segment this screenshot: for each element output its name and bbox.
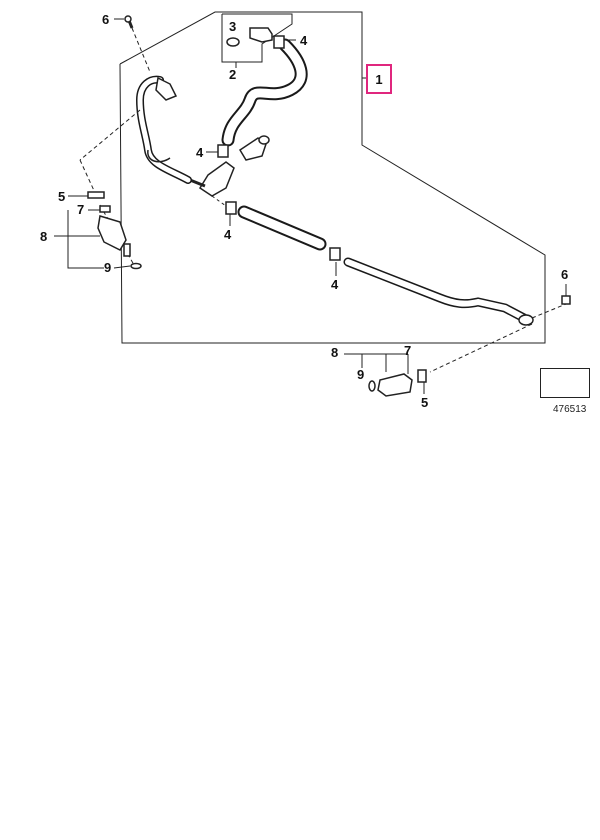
dash-6-top <box>131 27 151 73</box>
connector-elbow <box>249 27 273 43</box>
assembly-boundary <box>119 11 546 344</box>
callout-4-mid: 4 <box>224 227 232 242</box>
callout-7-bottom: 7 <box>404 343 412 358</box>
lower-hose <box>239 207 325 249</box>
right-pipe-end <box>518 314 534 326</box>
injector-left <box>97 215 127 251</box>
left-pipe <box>137 77 191 183</box>
callout-4-mid-left: 4 <box>196 145 204 160</box>
pipe-grommet <box>155 76 178 101</box>
dash-left-down <box>79 109 141 161</box>
diagram-canvas <box>54 11 583 397</box>
valve-cap <box>258 135 270 145</box>
callout-9-bottom: 9 <box>357 367 365 382</box>
bolt-top-head <box>124 15 132 23</box>
t-piece-stub <box>189 178 206 188</box>
bracket-left <box>67 210 104 269</box>
dash-bottom <box>429 323 533 373</box>
hose-clamp-mid-left <box>217 144 229 158</box>
callout-6-top: 6 <box>102 12 110 27</box>
clip-left <box>87 191 105 199</box>
upper-hose <box>223 40 306 145</box>
t-piece <box>198 161 235 197</box>
callout-1-highlight: 1 <box>366 64 392 94</box>
injector-bottom <box>377 373 413 397</box>
callout-8-bottom: 8 <box>331 345 339 360</box>
right-pipe <box>345 259 527 321</box>
hose-clamp-top <box>273 35 285 49</box>
callout-5-left: 5 <box>58 189 66 204</box>
callout-7-left: 7 <box>77 202 85 217</box>
dash-right <box>531 303 567 319</box>
leader-9-left <box>113 265 131 269</box>
injector-left-tip <box>123 243 131 257</box>
subgroup-2-box <box>221 13 293 63</box>
o-ring-left <box>130 262 142 270</box>
callout-2: 2 <box>229 67 237 82</box>
left-pipe-bend <box>147 149 171 163</box>
bolt-right <box>561 295 571 305</box>
callout-5-bottom: 5 <box>421 395 429 410</box>
callout-3: 3 <box>229 19 237 34</box>
clip-bottom <box>417 369 427 383</box>
dash-tpiece-clamp <box>211 195 227 207</box>
hose-clamp-mid <box>225 201 237 215</box>
seal-left <box>99 205 111 213</box>
callout-1: 1 <box>375 72 383 87</box>
nav-box[interactable] <box>540 368 590 398</box>
o-ring <box>226 37 240 47</box>
callout-4-top: 4 <box>300 33 308 48</box>
callout-4-lower: 4 <box>331 277 339 292</box>
callout-9-left: 9 <box>104 260 112 275</box>
reference-number: 476513 <box>553 404 587 415</box>
o-ring-bottom <box>368 380 376 392</box>
dash-left-down2 <box>79 159 97 196</box>
diagram-canvas <box>0 425 600 840</box>
callout-8-left: 8 <box>40 229 48 244</box>
check-valve <box>238 137 267 161</box>
hose-clamp-lower <box>329 247 341 261</box>
parts-diagram: 1 2 3 4 4 4 4 5 5 6 6 7 7 8 8 9 9 476513 <box>40 11 590 415</box>
callout-6-right: 6 <box>561 267 569 282</box>
